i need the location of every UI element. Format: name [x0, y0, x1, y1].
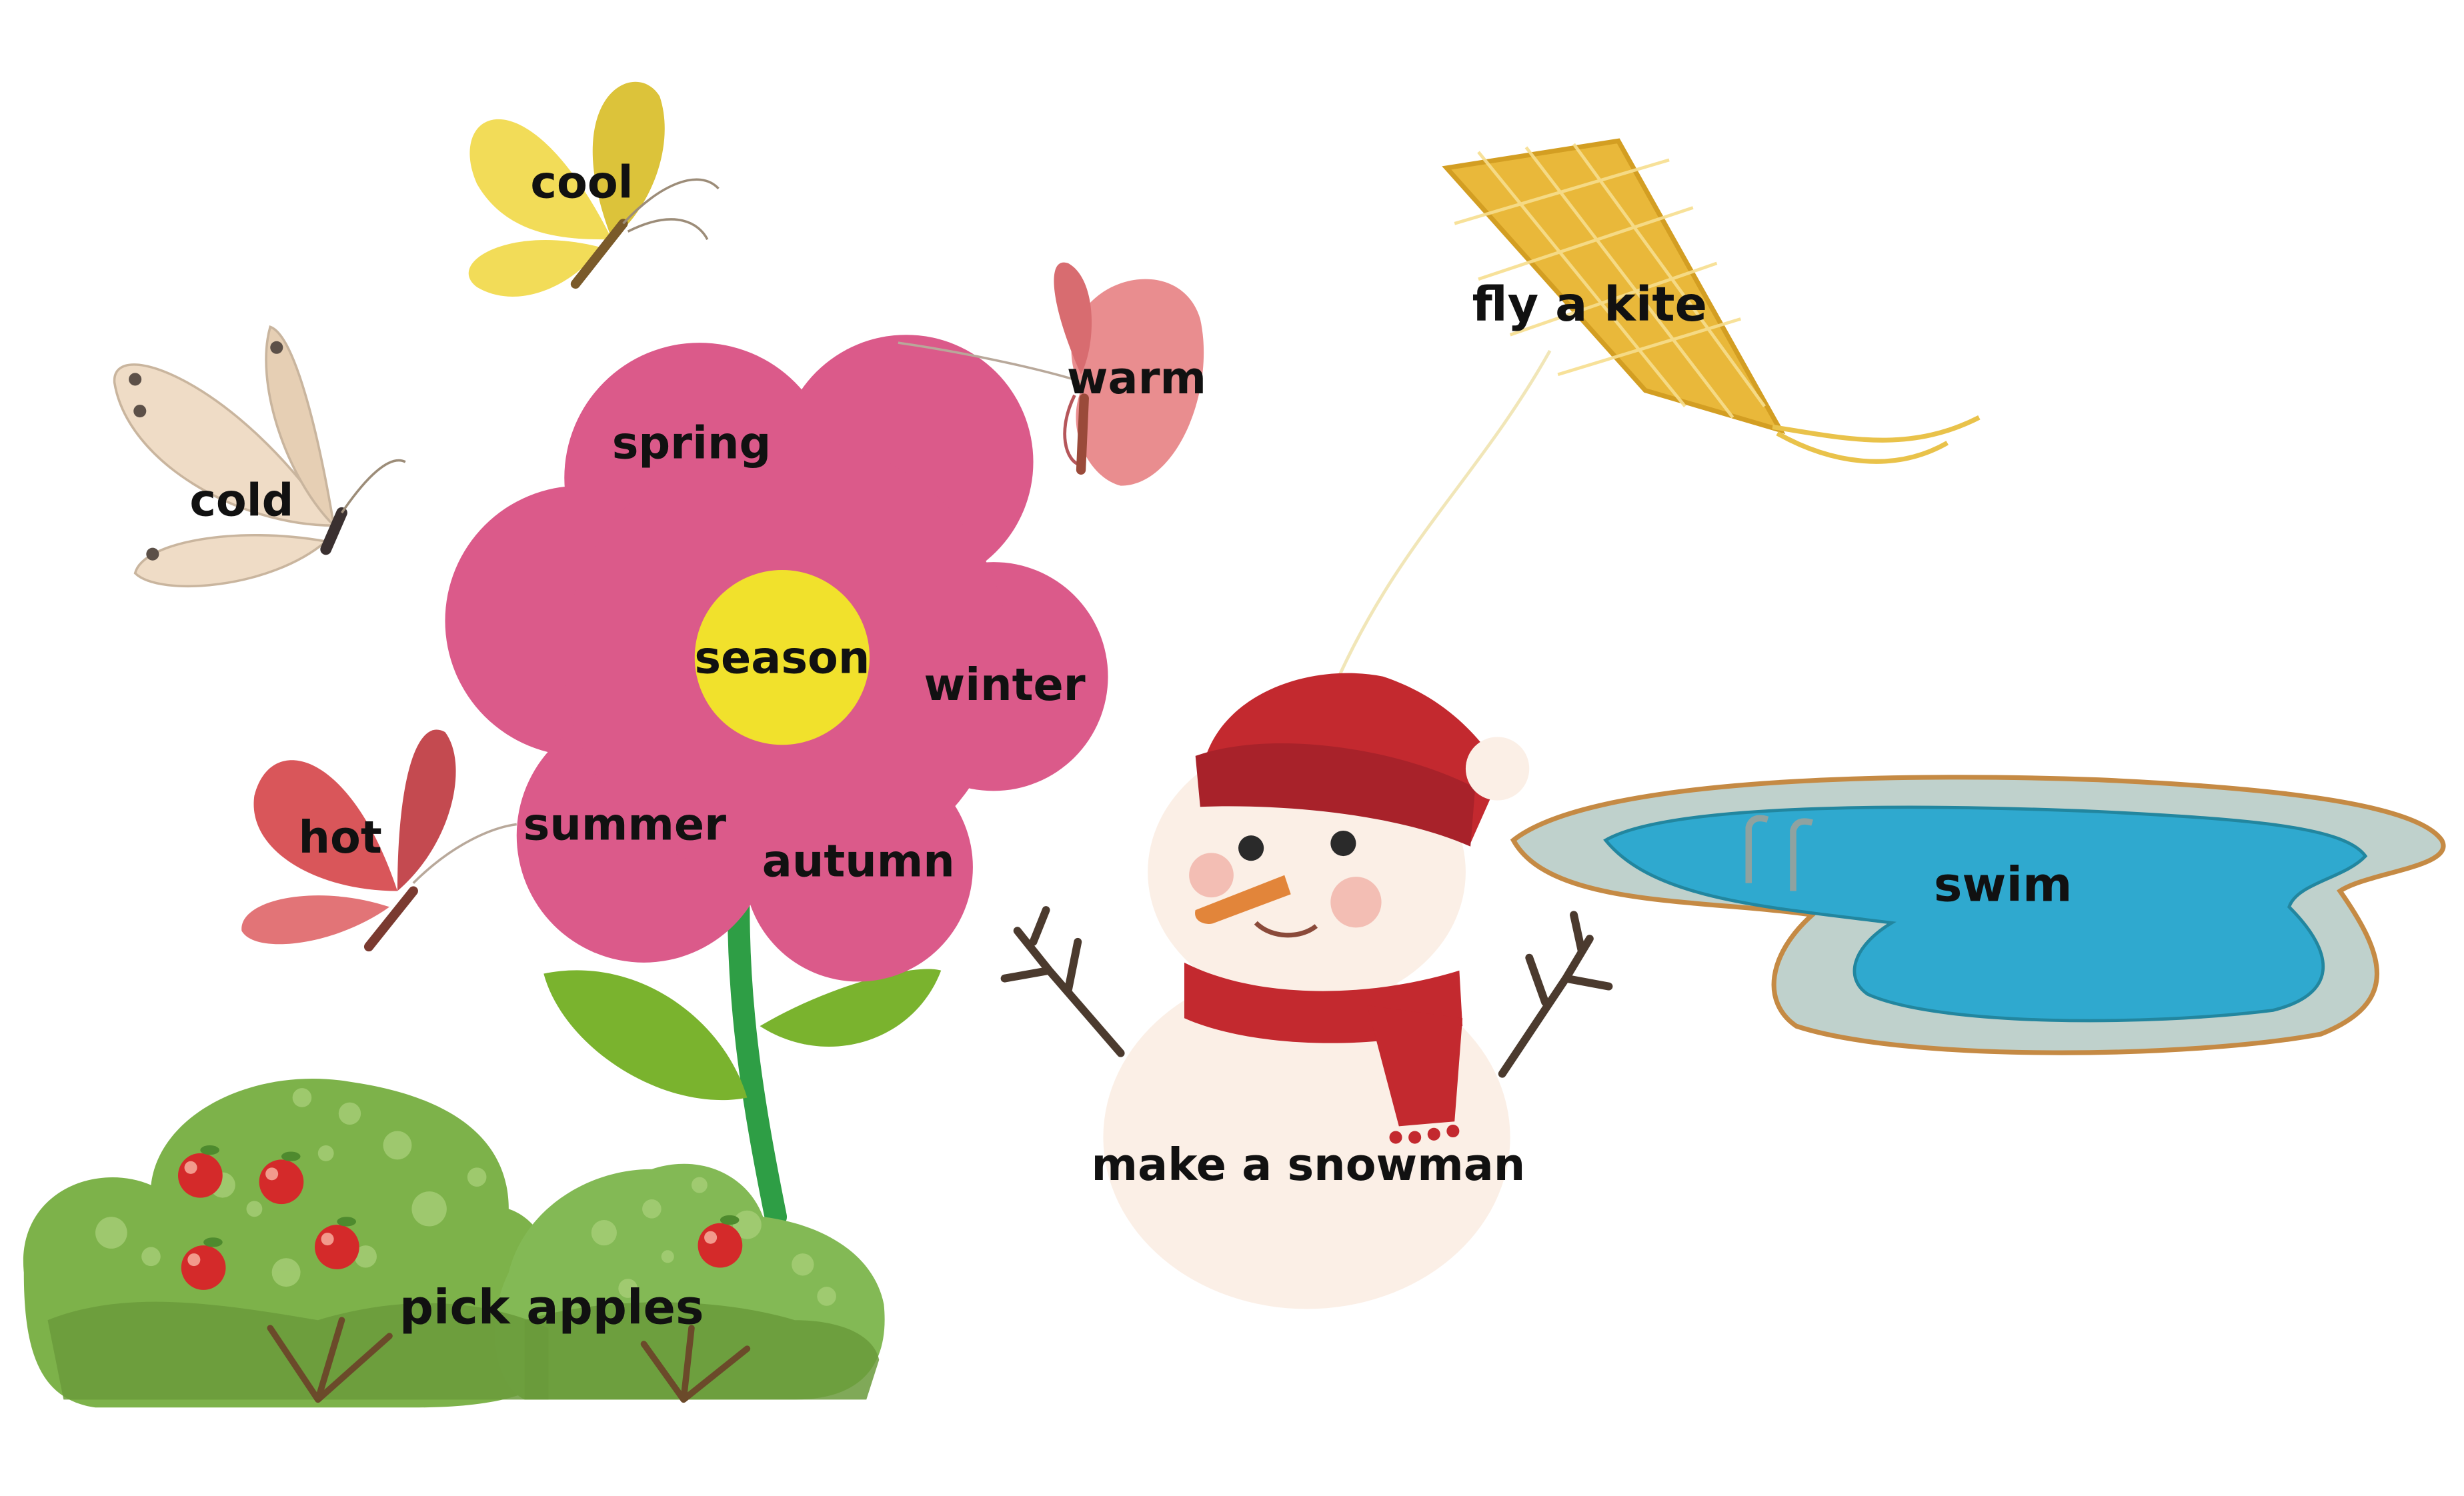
- label-swim: swim: [1934, 857, 2073, 912]
- kite-string: [1334, 349, 1552, 685]
- label-pick-apples: pick apples: [399, 1279, 704, 1335]
- flower-leaf-left: [543, 970, 748, 1101]
- label-cold: cold: [189, 474, 293, 526]
- label-make-a-snowman: make a snowman: [1092, 1139, 1526, 1191]
- flower: [445, 335, 1108, 1228]
- flower-center: [694, 570, 870, 745]
- hat-pompom: [1465, 737, 1530, 801]
- label-winter: winter: [924, 659, 1086, 711]
- label-spring: spring: [612, 417, 772, 469]
- snowman: [1000, 673, 1613, 1309]
- flower-petals: [445, 335, 1108, 982]
- carrot-nose: [1195, 875, 1291, 924]
- label-cool: cool: [530, 157, 633, 209]
- label-fly-a-kite: fly a kite: [1472, 277, 1707, 332]
- kite-tail: [1772, 415, 1981, 464]
- label-season: season: [694, 631, 870, 683]
- butterfly-pink: [898, 262, 1204, 486]
- butterfly-yellow: [468, 81, 720, 297]
- label-summer: summer: [523, 799, 727, 851]
- apples: [177, 1145, 743, 1290]
- label-autumn: autumn: [762, 835, 955, 887]
- swimming-pool: [1510, 775, 2446, 1055]
- butterfly-cream: [113, 325, 406, 588]
- kite: [1334, 138, 1981, 685]
- pool-water: [1603, 805, 2368, 1023]
- label-warm: warm: [1067, 352, 1206, 404]
- flower-leaf-right: [760, 969, 942, 1047]
- apple-bushes: [23, 1079, 885, 1408]
- snowman-arms: [1000, 906, 1613, 1078]
- pool-ladder: [1745, 815, 1813, 891]
- label-hot: hot: [299, 811, 382, 863]
- butterfly-red: [241, 729, 517, 952]
